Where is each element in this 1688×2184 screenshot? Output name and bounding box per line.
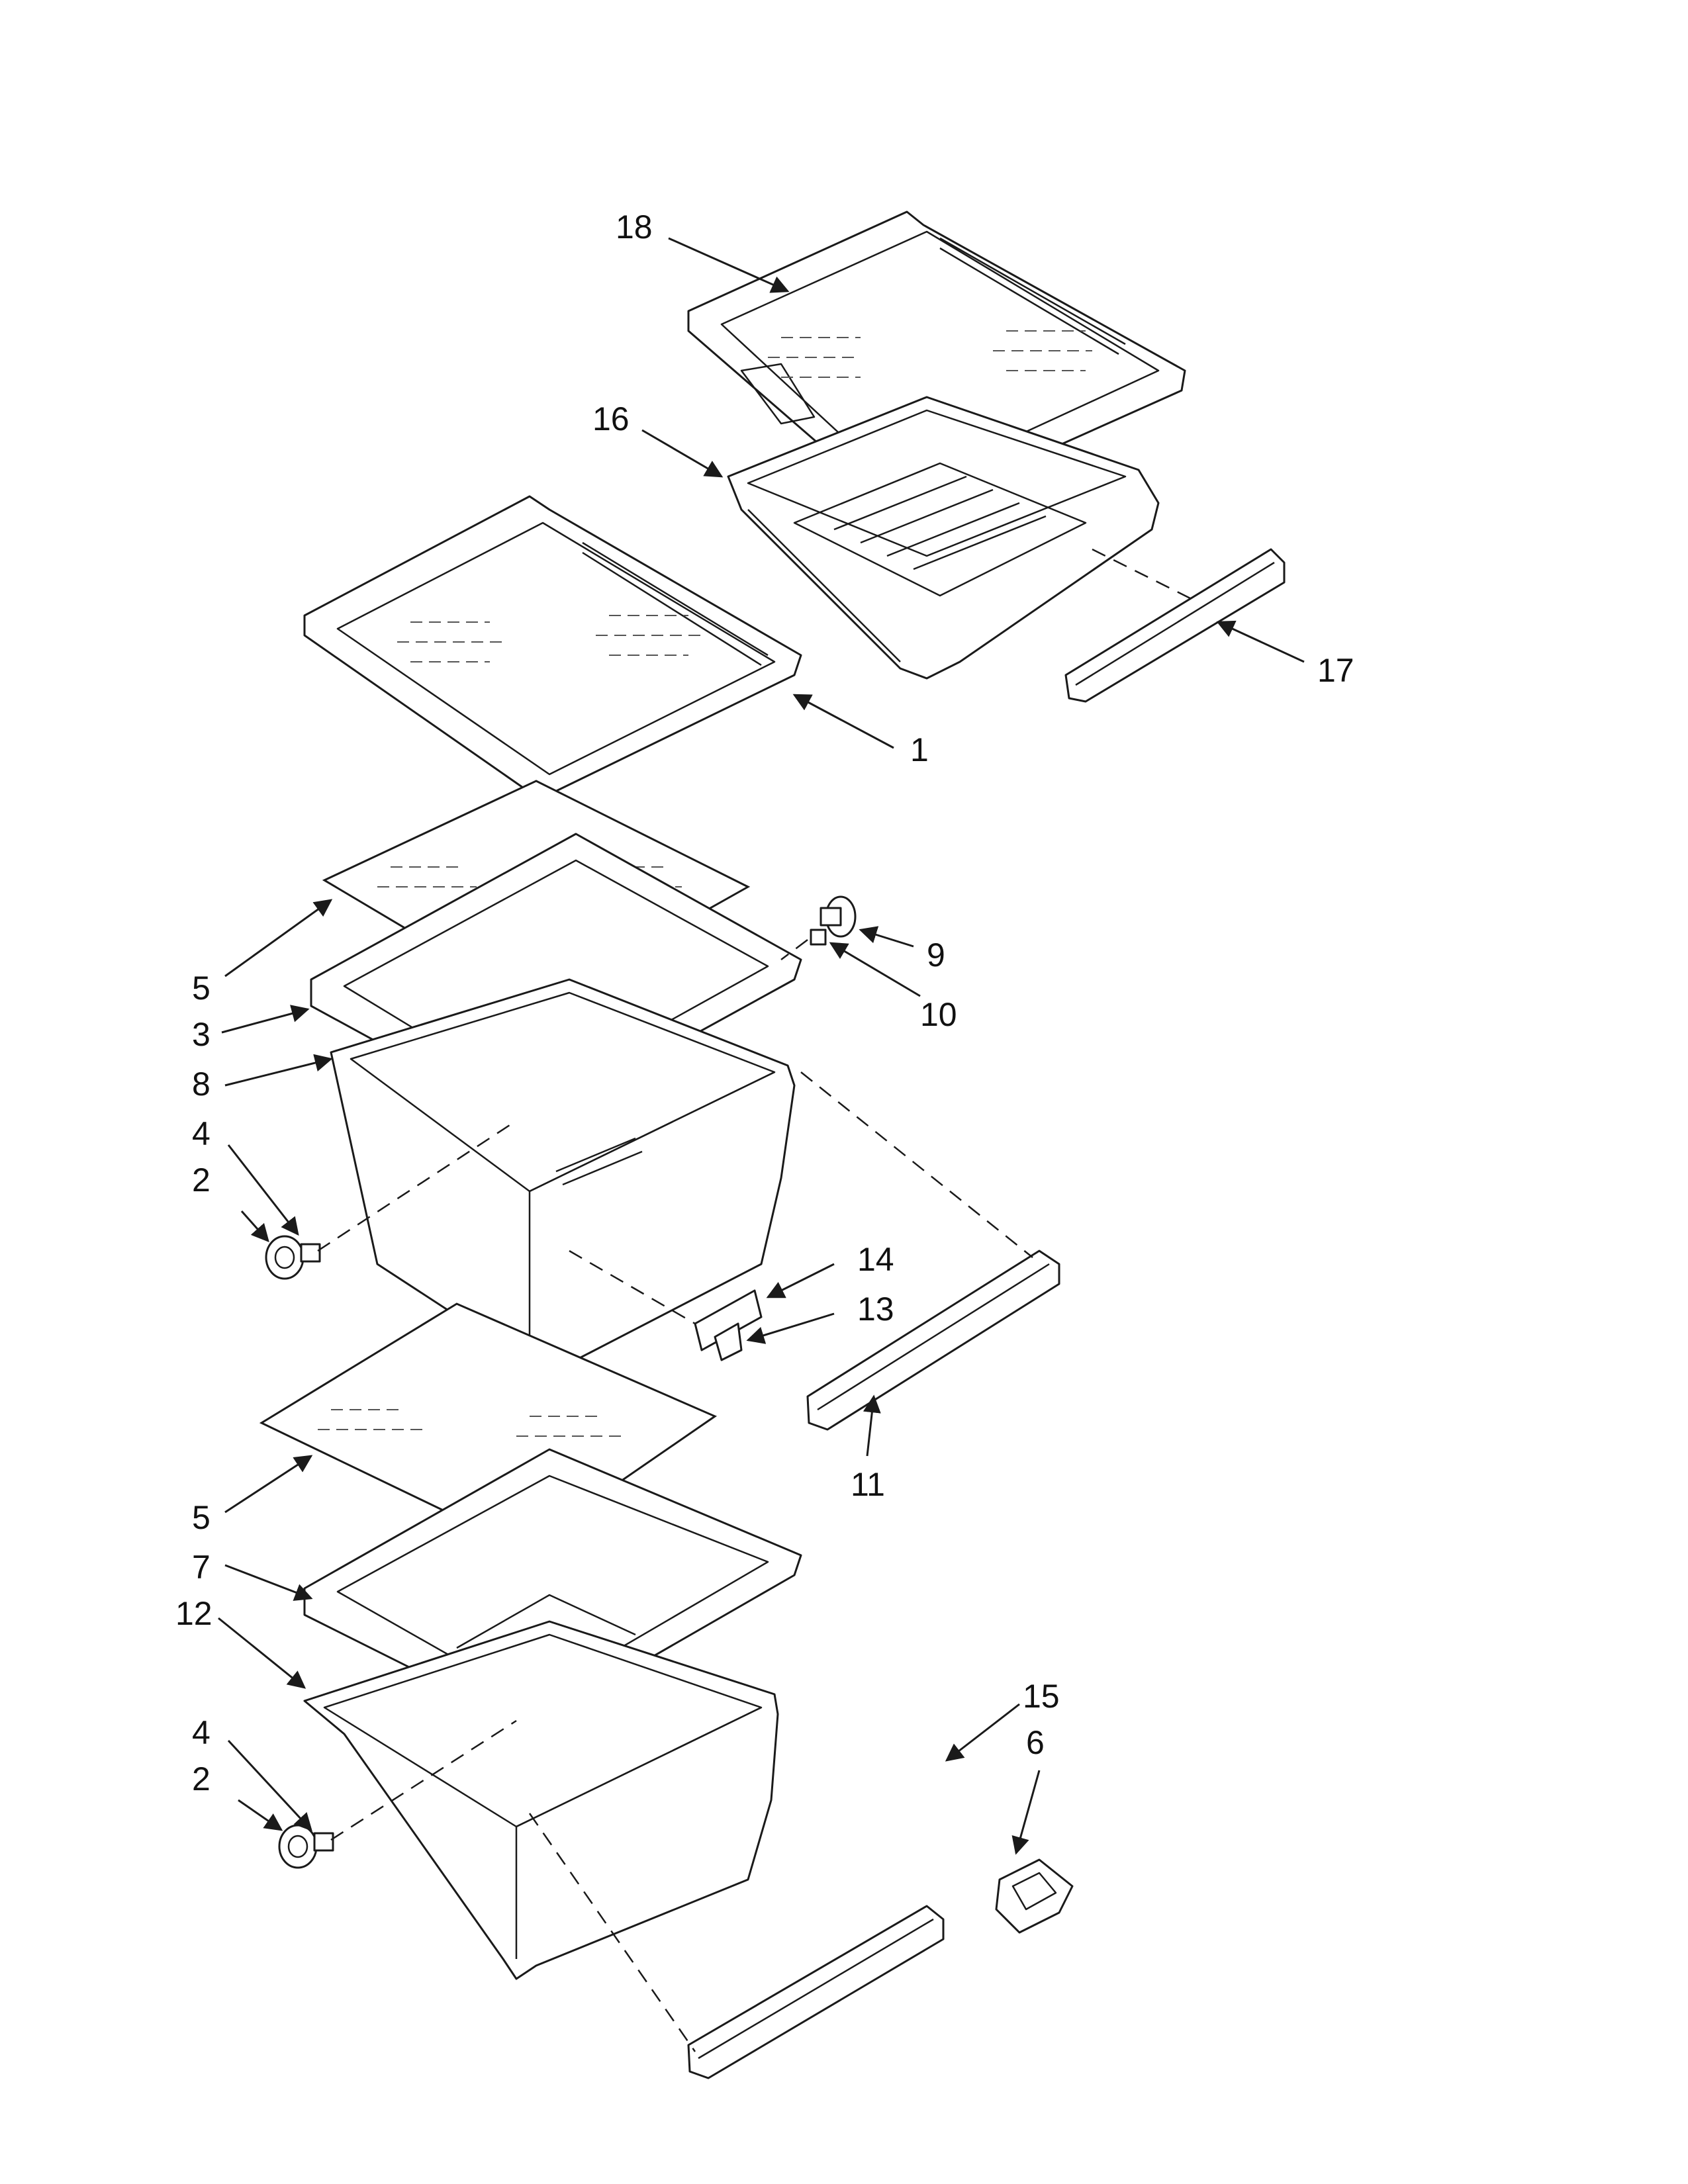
callout-14: 14 xyxy=(857,1241,894,1278)
part-12-lower-drawer xyxy=(303,1620,779,1980)
part-13-clip-insert xyxy=(714,1322,743,1361)
callout-labels: 18 16 17 1 5 3 8 4 2 9 10 14 13 11 5 7 1… xyxy=(175,208,1354,1797)
part-10-screw xyxy=(810,929,827,946)
callout-11: 11 xyxy=(851,1466,885,1503)
part-2-roller-upper xyxy=(265,1235,305,1280)
part-14-clip xyxy=(694,1289,763,1351)
callout-6: 6 xyxy=(1026,1724,1045,1761)
callout-9: 9 xyxy=(927,936,945,974)
callout-10: 10 xyxy=(920,996,957,1033)
callout-4-lower: 4 xyxy=(192,1714,211,1751)
assembly-line-12-15 xyxy=(528,1813,696,2052)
assembly-line-16-17 xyxy=(1092,548,1199,604)
glass-pattern xyxy=(768,330,1092,378)
callout-17: 17 xyxy=(1317,652,1354,689)
callout-16: 16 xyxy=(592,400,630,437)
callout-1: 1 xyxy=(910,731,929,768)
callout-4-upper: 4 xyxy=(192,1115,211,1152)
assembly-line-8-11 xyxy=(800,1071,1033,1258)
part-4-axle-upper xyxy=(300,1243,321,1263)
part-9-roller xyxy=(820,895,857,938)
callout-7: 7 xyxy=(192,1549,211,1586)
callout-12: 12 xyxy=(175,1595,212,1632)
callout-8: 8 xyxy=(192,1066,211,1103)
part-17-upper-trim xyxy=(1064,548,1286,703)
callout-13: 13 xyxy=(857,1291,894,1328)
part-18-upper-shelf-frame xyxy=(687,210,1186,518)
callout-15: 15 xyxy=(1023,1678,1060,1715)
part-11-middle-trim xyxy=(806,1250,1060,1431)
part-1-middle-shelf xyxy=(303,495,802,799)
part-6-bracket xyxy=(995,1858,1074,1934)
callout-3: 3 xyxy=(192,1016,211,1053)
callout-2-lower: 2 xyxy=(192,1760,211,1797)
callout-5-upper: 5 xyxy=(192,970,211,1007)
assembly-line-roller-upper xyxy=(317,1124,510,1252)
part-2-roller-lower xyxy=(278,1824,318,1869)
glass-pattern xyxy=(397,615,702,662)
part-15-lower-trim xyxy=(687,1905,945,2079)
callout-18: 18 xyxy=(616,208,653,246)
callout-5-lower: 5 xyxy=(192,1499,211,1536)
callout-2-upper: 2 xyxy=(192,1161,211,1199)
leader-lines xyxy=(218,237,1305,1855)
part-16-upper-pan xyxy=(727,396,1160,680)
assembly-line-9-3 xyxy=(780,939,808,960)
assembly-line-8-14 xyxy=(569,1250,696,1325)
assembly-line-roller-lower xyxy=(330,1719,517,1841)
part-4-axle-lower xyxy=(313,1832,334,1852)
